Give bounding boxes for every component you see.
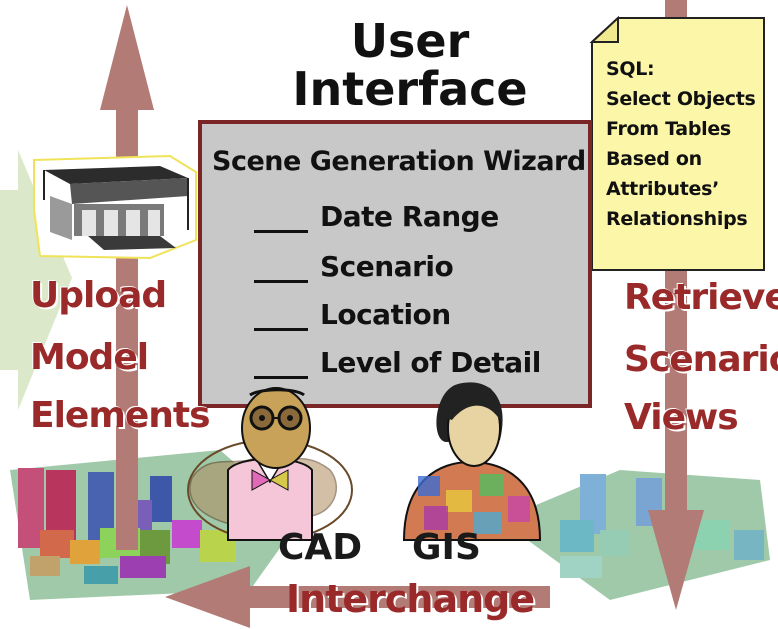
sql-note-text: SQL: Select Objects From Tables Based on… [606,58,756,230]
retrieve-label-line-1: Retrieve [624,277,778,318]
title-line-2: Interface [292,62,528,116]
retrieve-label-line-2: Scenario [624,339,778,380]
building-model-image [33,154,197,260]
retrieve-label-line-3: Views [624,397,739,438]
left-city-buildings [18,468,236,584]
right-city-buildings [560,474,764,578]
input-arrow [0,150,72,410]
checkbox-blank[interactable] [254,252,308,283]
checkbox-blank[interactable] [254,348,308,379]
upload-label-line-3: Elements [30,395,211,436]
wizard-option-scenario[interactable]: Scenario [254,250,454,283]
gis-person-icon [402,382,542,541]
upload-label-line-1: Upload [30,275,167,316]
cad-person-icon [187,387,353,541]
sql-note [589,15,765,271]
upload-label-line-2: Model [30,337,149,378]
wizard-option-level-of-detail[interactable]: Level of Detail [254,346,541,379]
wizard-option-date-range[interactable]: Date Range [254,200,499,233]
interchange-arrow [165,566,550,628]
cad-label: CAD [278,527,363,568]
wizard-option-location[interactable]: Location [254,298,451,331]
interchange-label: Interchange [286,577,535,621]
checkbox-blank[interactable] [254,300,308,331]
wizard-title: Scene Generation Wizard [212,146,586,177]
title-line-1: User [350,14,470,68]
checkbox-blank[interactable] [254,202,308,233]
gis-label: GIS [412,527,481,568]
scene-generation-wizard: Scene Generation Wizard Date Range Scena… [198,120,592,408]
